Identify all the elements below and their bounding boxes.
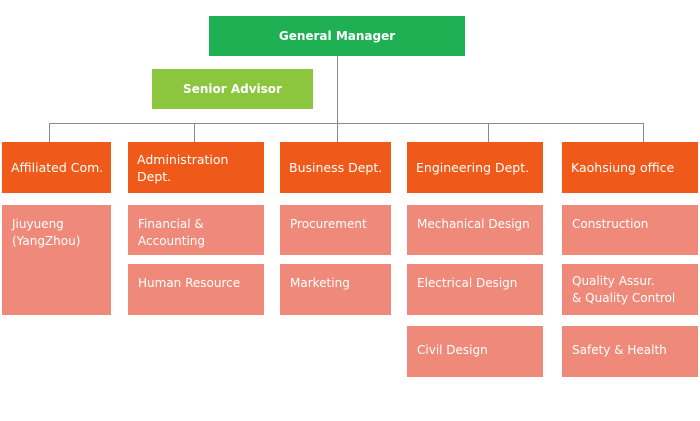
connector-drop-affiliated <box>49 123 50 142</box>
unit-quality-assurance: Quality Assur. & Quality Control <box>562 264 698 315</box>
connector-gm-trunk <box>337 56 338 142</box>
unit-construction: Construction <box>562 205 698 255</box>
dept-business: Business Dept. <box>280 142 391 193</box>
unit-civil-design: Civil Design <box>407 326 543 377</box>
unit-marketing: Marketing <box>280 264 391 315</box>
connector-drop-engineering <box>488 123 489 142</box>
dept-administration: Administration Dept. <box>128 142 264 193</box>
unit-electrical-design: Electrical Design <box>407 264 543 315</box>
dept-kaohsiung-office: Kaohsiung office <box>562 142 698 193</box>
dept-engineering: Engineering Dept. <box>407 142 543 193</box>
unit-safety-health: Safety & Health <box>562 326 698 377</box>
dept-affiliated-com: Affiliated Com. <box>2 142 111 193</box>
connector-drop-kaohsiung <box>643 123 644 142</box>
senior-advisor-box: Senior Advisor <box>152 69 313 109</box>
unit-procurement: Procurement <box>280 205 391 255</box>
unit-mechanical-design: Mechanical Design <box>407 205 543 255</box>
unit-financial-accounting: Financial & Accounting <box>128 205 264 255</box>
connector-drop-administration <box>194 123 195 142</box>
connector-horizontal-bar <box>49 123 644 124</box>
general-manager-box: General Manager <box>209 16 465 56</box>
unit-human-resource: Human Resource <box>128 264 264 315</box>
unit-jiuyueng: Jiuyueng (YangZhou) <box>2 205 111 315</box>
